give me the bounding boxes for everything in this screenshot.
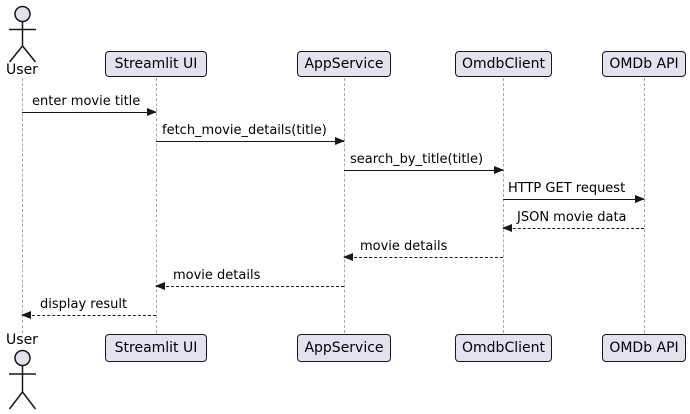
participant-omdb-api-bottom: OMDb API: [602, 334, 686, 362]
participant-streamlit-ui-top: Streamlit UI: [105, 51, 207, 77]
arrowhead-right-icon: [635, 195, 645, 203]
actor-user-label-top: User: [6, 62, 38, 78]
participant-omdbclient-top: OmdbClient: [455, 51, 552, 77]
arrowhead-right-icon: [335, 137, 345, 145]
actor-user-icon: [8, 5, 37, 63]
message-arrow-4: [503, 195, 645, 203]
message-arrow-1: [22, 108, 157, 116]
message-arrow-8: [21, 311, 156, 319]
actor-user-label-bottom: User: [6, 332, 38, 348]
message-label-movie-details-1: movie details: [360, 239, 448, 254]
message-arrow-3: [344, 166, 504, 174]
lifeline-omdb-api: [644, 78, 645, 333]
lifeline-streamlit-ui: [156, 78, 157, 333]
message-label-movie-details-2: movie details: [173, 268, 261, 283]
arrowhead-right-icon: [147, 108, 157, 116]
lifeline-user: [22, 78, 23, 333]
participant-appservice-top: AppService: [297, 51, 391, 77]
participant-streamlit-ui-bottom: Streamlit UI: [105, 334, 207, 362]
participant-appservice-bottom: AppService: [297, 334, 391, 362]
message-label-enter-movie-title: enter movie title: [32, 94, 141, 109]
arrowhead-left-icon: [155, 282, 165, 290]
message-label-http-get-request: HTTP GET request: [508, 181, 626, 196]
message-label-json-movie-data: JSON movie data: [517, 210, 627, 225]
arrowhead-left-icon: [502, 224, 512, 232]
arrowhead-left-icon: [21, 311, 31, 319]
message-arrow-2: [156, 137, 345, 145]
message-label-fetch-movie-details: fetch_movie_details(title): [162, 123, 327, 138]
message-arrow-5: [502, 224, 644, 232]
message-label-search-by-title: search_by_title(title): [350, 152, 484, 167]
message-label-display-result: display result: [40, 297, 128, 312]
arrowhead-right-icon: [494, 166, 504, 174]
actor-user-icon: [8, 349, 37, 410]
message-arrow-6: [343, 253, 503, 261]
lifeline-appservice: [344, 78, 345, 333]
participant-omdb-api-top: OMDb API: [602, 51, 686, 77]
lifeline-omdbclient: [503, 78, 504, 333]
message-arrow-7: [155, 282, 344, 290]
arrowhead-left-icon: [343, 253, 353, 261]
participant-omdbclient-bottom: OmdbClient: [455, 334, 552, 362]
